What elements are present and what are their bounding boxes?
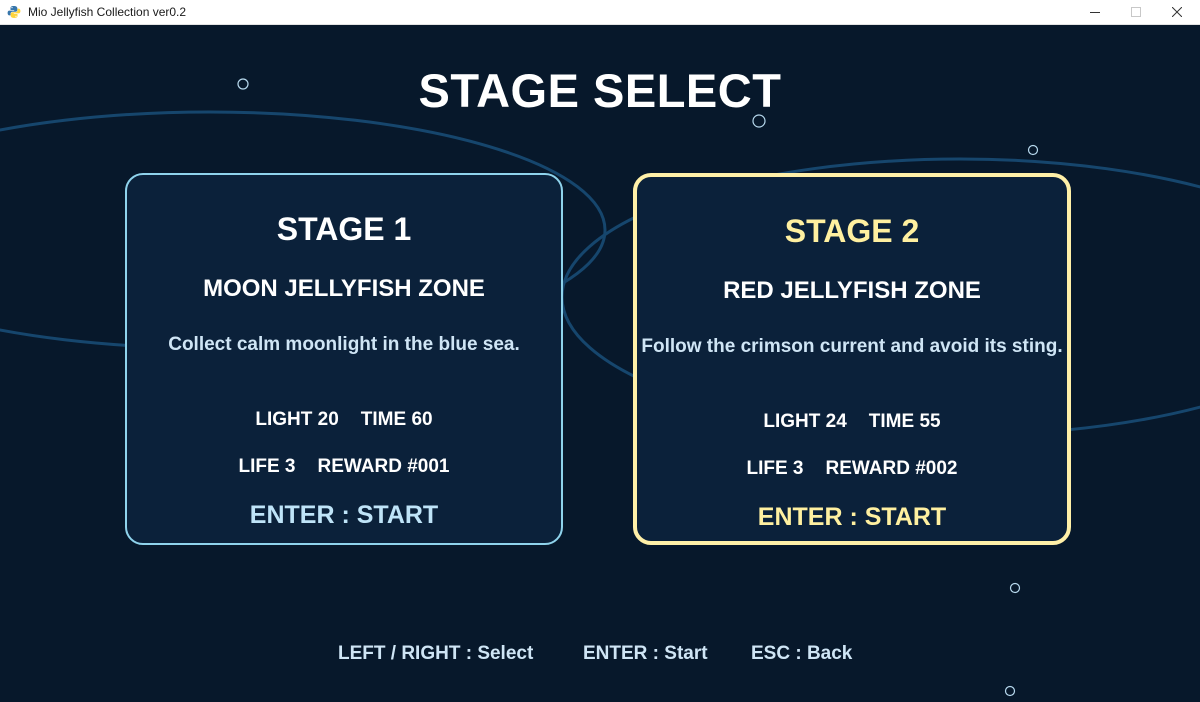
enter-start-prompt[interactable]: ENTER : START: [249, 501, 439, 529]
stage-stats-row-1: LIGHT 20 TIME 60: [127, 409, 561, 431]
light-value: LIGHT 24: [763, 411, 847, 432]
bubble: [1027, 144, 1039, 156]
minimize-icon: [1090, 12, 1100, 13]
stage-description: Follow the crimson current and avoid its…: [641, 336, 1063, 357]
stage-stats-row-1: LIGHT 24 TIME 55: [637, 411, 1067, 433]
light-value: LIGHT 20: [255, 409, 339, 430]
stage-label: STAGE 2: [784, 213, 920, 249]
maximize-button[interactable]: [1113, 0, 1159, 24]
stage-card-1[interactable]: STAGE 1 MOON JELLYFISH ZONE Collect calm…: [125, 173, 563, 545]
bubble: [1009, 582, 1021, 594]
stage-label: STAGE 1: [276, 211, 412, 247]
hint-select: LEFT / RIGHT : Select: [338, 643, 534, 664]
stage-stats-row-2: LIFE 3 REWARD #002: [637, 458, 1067, 480]
python-icon: [7, 6, 21, 18]
life-value: LIFE 3: [238, 456, 296, 477]
reward-value: REWARD #002: [825, 458, 958, 479]
zone-name: MOON JELLYFISH ZONE: [203, 275, 485, 302]
hint-start: ENTER : Start: [583, 643, 708, 664]
bubble: [752, 114, 766, 128]
maximize-icon: [1131, 7, 1141, 17]
close-icon: [1172, 7, 1182, 17]
zone-name: RED JELLYFISH ZONE: [723, 277, 981, 304]
bubble: [1004, 685, 1016, 697]
minimize-button[interactable]: [1072, 0, 1118, 24]
stage-description: Collect calm moonlight in the blue sea.: [168, 334, 520, 355]
reward-value: REWARD #001: [317, 456, 450, 477]
enter-start-prompt[interactable]: ENTER : START: [757, 503, 947, 531]
time-value: TIME 60: [360, 409, 433, 430]
window-title: Mio Jellyfish Collection ver0.2: [28, 5, 187, 19]
stage-stats-row-2: LIFE 3 REWARD #001: [127, 456, 561, 478]
hint-back: ESC : Back: [751, 643, 853, 664]
time-value: TIME 55: [868, 411, 941, 432]
page-title: STAGE SELECT: [418, 64, 782, 117]
title-bar[interactable]: Mio Jellyfish Collection ver0.2: [0, 0, 1200, 25]
life-value: LIFE 3: [746, 458, 804, 479]
close-button[interactable]: [1154, 0, 1200, 24]
stage-select-screen: STAGE SELECT STAGE 1 MOON JELLYFISH ZONE…: [0, 25, 1200, 702]
stage-card-2[interactable]: STAGE 2 RED JELLYFISH ZONE Follow the cr…: [633, 173, 1071, 545]
bubble: [237, 78, 249, 90]
